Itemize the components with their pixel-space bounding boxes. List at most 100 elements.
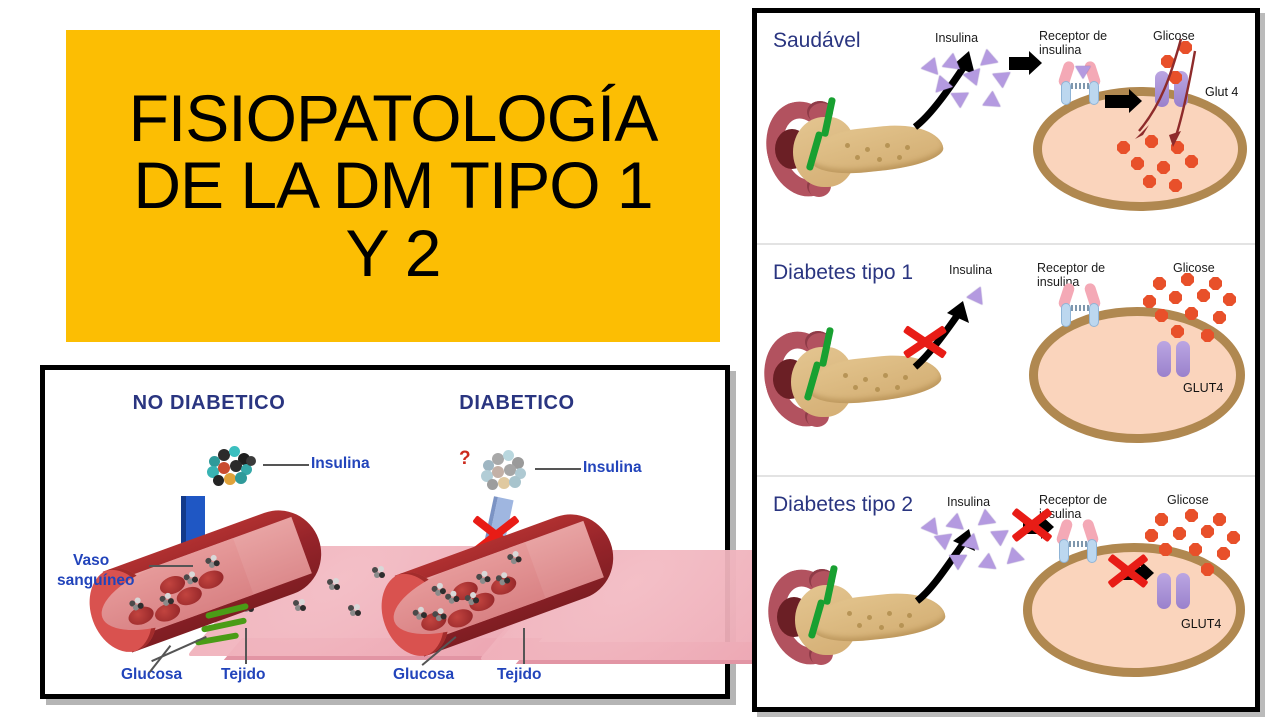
- label-glucosa-non-diabetic: Glucosa: [121, 666, 183, 683]
- arrow-insulin-to-receptor: [1009, 51, 1042, 75]
- glucose-particle: [1169, 179, 1182, 192]
- glucose-particle: [1185, 509, 1198, 522]
- receptor-label-line1: Receptor de: [1039, 493, 1108, 507]
- glucose-particle: [1173, 527, 1186, 540]
- pancreas-illustration: [757, 93, 945, 205]
- label-glut4-healthy: Glut 4: [1205, 85, 1239, 99]
- panel-diabetes-type-1: Diabetes tipo 1 Insulina Receptor de ins…: [757, 243, 1255, 475]
- insulin-particle: [942, 51, 962, 70]
- label-vaso-sanguineo-line2: sanguíneo: [57, 572, 135, 589]
- label-insulin-diabetic: Insulina: [583, 459, 642, 476]
- title-line-2: DE LA DM TIPO 1: [133, 148, 653, 223]
- non-diabetic-vs-diabetic-figure: NO DIABETICO DIABETICO Insulina: [40, 365, 872, 699]
- tejido-leader-line-right: [523, 628, 525, 664]
- glucose-particle: [293, 599, 306, 612]
- receptor-label-line1: Receptor de: [1037, 261, 1106, 275]
- heading-diabetic: DIABETICO: [459, 392, 575, 414]
- bound-insulin-particle: [1075, 66, 1091, 79]
- glucose-particle: [1157, 161, 1170, 174]
- glucose-particle: [1213, 311, 1226, 324]
- glucose-particle: [1143, 295, 1156, 308]
- insulin-leader-line-left: [263, 464, 309, 466]
- glucose-particle: [1185, 307, 1198, 320]
- title-line-3: Y 2: [345, 215, 442, 290]
- glucose-particle: [1145, 529, 1158, 542]
- glucose-particle: [1155, 513, 1168, 526]
- glucose-particle: [1209, 277, 1222, 290]
- pancreas-illustration: [757, 323, 943, 435]
- label-tejido-non-diabetic: Tejido: [221, 666, 266, 683]
- insulin-particle: [934, 533, 954, 552]
- tejido-leader-line: [245, 628, 247, 664]
- glucose-particle: [327, 578, 340, 591]
- insulin-molecule-icon: [205, 446, 261, 490]
- glucose-particle: [1153, 277, 1166, 290]
- insulin-leader-line-right: [535, 468, 581, 470]
- glucose-particle: [348, 604, 361, 617]
- panel-healthy: Saudável Insulina Receptor de insulina G…: [757, 13, 1255, 243]
- panel-title-healthy: Saudável: [773, 29, 861, 52]
- glucose-particle: [1227, 531, 1240, 544]
- receptor-label-line2: insulina: [1039, 43, 1082, 57]
- insulin-secretion-arrow-icon: [912, 51, 975, 130]
- panel-title-type2: Diabetes tipo 2: [773, 493, 914, 516]
- insulin-particle: [992, 72, 1012, 89]
- vessel-leader-line: [149, 565, 193, 567]
- title-card: FISIOPATOLOGÍA DE LA DM TIPO 1 Y 2: [66, 30, 720, 342]
- glucose-particle: [1185, 155, 1198, 168]
- insulin-secretion-arrow-icon: [914, 529, 975, 604]
- insulin-molecule-faded-icon: [479, 450, 535, 494]
- insulin-particle: [990, 530, 1010, 547]
- label-insulin-type1: Insulina: [949, 263, 993, 277]
- insulin-particle: [965, 286, 983, 307]
- insulin-receptor: [1057, 281, 1109, 327]
- glucose-particle: [1181, 273, 1194, 286]
- target-cell: [1029, 307, 1245, 443]
- glucose-particle: [1213, 513, 1226, 526]
- heading-non-diabetic: NO DIABETICO: [132, 392, 286, 414]
- red-x-icon-transport-blocked: [1105, 549, 1149, 593]
- label-glucose-type2: Glicose: [1167, 493, 1209, 507]
- glucose-particle: [1201, 525, 1214, 538]
- page-title: FISIOPATOLOGÍA DE LA DM TIPO 1 Y 2: [115, 81, 672, 290]
- receptor-label-line1: Receptor de: [1039, 29, 1108, 43]
- label-glucose-healthy: Glicose: [1153, 29, 1195, 43]
- glucose-particle: [1155, 309, 1168, 322]
- label-glut4-type1: GLUT4: [1183, 381, 1224, 395]
- insulin-particle: [1003, 545, 1025, 564]
- panel-title-type1: Diabetes tipo 1: [773, 261, 914, 284]
- glut4-transporter: [1157, 341, 1191, 377]
- panel-diabetes-type-2: Diabetes tipo 2 Insulina Receptor de ins…: [757, 475, 1255, 707]
- glut4-transporter: [1157, 573, 1191, 609]
- label-insulin-non-diabetic: Insulina: [311, 455, 370, 472]
- diabetes-mechanism-panels: Saudável Insulina Receptor de insulina G…: [752, 8, 1260, 712]
- label-glucosa-diabetic: Glucosa: [393, 666, 455, 683]
- glucose-particle: [1189, 543, 1202, 556]
- label-glut4-type2: GLUT4: [1181, 617, 1222, 631]
- label-insulin-healthy: Insulina: [935, 31, 979, 45]
- glucose-particle: [1171, 325, 1184, 338]
- title-line-1: FISIOPATOLOGÍA: [128, 81, 659, 156]
- red-x-icon-receptor-blocked: [1009, 503, 1053, 547]
- insulin-particle: [982, 90, 1002, 107]
- insulin-particle: [978, 552, 998, 569]
- glucose-particle: [1201, 329, 1214, 342]
- label-glucose-type1: Glicose: [1173, 261, 1215, 275]
- label-tejido-diabetic: Tejido: [497, 666, 542, 683]
- glucose-particle: [1223, 293, 1236, 306]
- question-mark-icon: ?: [459, 448, 471, 469]
- insulin-particle: [977, 47, 999, 66]
- glucose-particle: [1143, 175, 1156, 188]
- glucose-particle: [1197, 289, 1210, 302]
- glucose-particle: [1201, 563, 1214, 576]
- arrow-glucose-uptake: [1105, 89, 1142, 113]
- glucose-flow-trails: [1135, 38, 1197, 147]
- label-insulin-type2: Insulina: [947, 495, 991, 509]
- glucose-particle: [1179, 41, 1192, 54]
- insulin-particle: [976, 507, 996, 526]
- glucose-particle: [1169, 291, 1182, 304]
- glucose-particle: [1217, 547, 1230, 560]
- label-receptor-type1: Receptor de insulina: [1037, 261, 1105, 289]
- label-vaso-sanguineo-line1: Vaso: [73, 552, 110, 569]
- red-x-icon-secretion-blocked: [901, 319, 948, 365]
